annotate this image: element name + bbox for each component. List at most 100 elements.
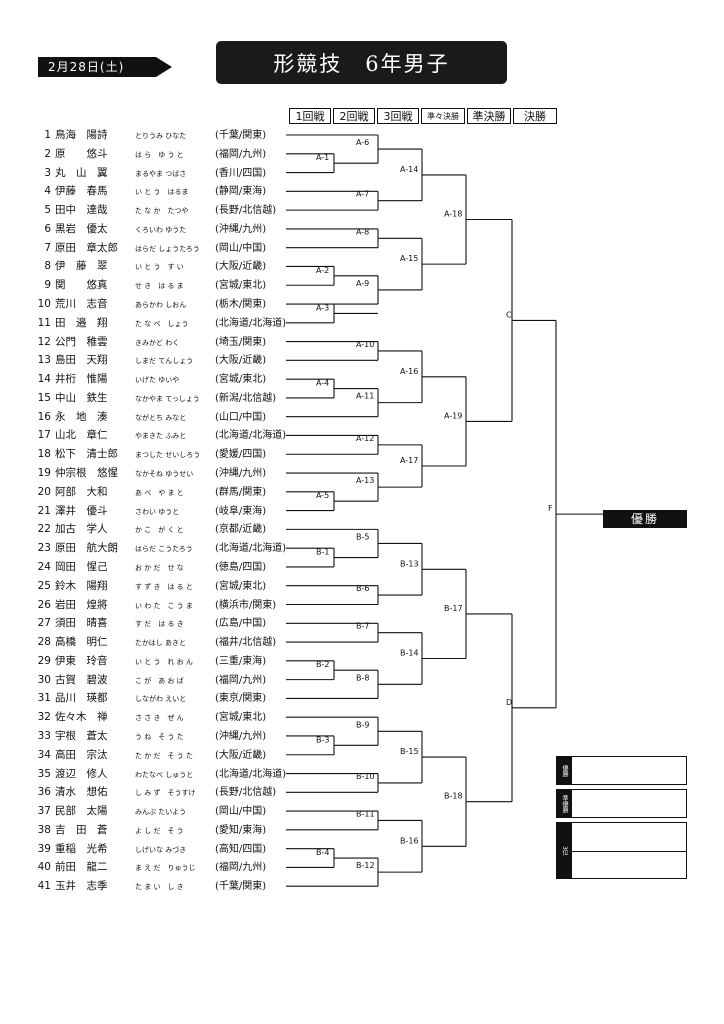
result-third-tag: 3位	[557, 823, 572, 878]
match-label: A-8	[356, 227, 369, 236]
entry-aff: (愛媛/四国)	[215, 449, 267, 461]
entry-aff: (宮城/東北)	[215, 712, 267, 724]
entry-no: 38	[37, 823, 51, 836]
match-label: A-18	[444, 210, 462, 219]
entry-no: 35	[37, 767, 51, 780]
entry-name: 玉井 志季	[55, 880, 108, 893]
entry-aff: (宮城/東北)	[215, 280, 267, 292]
match-label: A-6	[356, 138, 369, 147]
entry-aff: (長野/北信越)	[215, 787, 277, 799]
entry-kana: まるやま つばさ	[135, 169, 187, 178]
entry-kana: なかそね ゆうせい	[135, 470, 194, 479]
match-label: A-15	[400, 254, 418, 263]
entry-no: 34	[37, 748, 51, 761]
entry-name: 鳥海 陽詩	[55, 129, 108, 141]
entry-name: 鈴木 陽翔	[55, 579, 108, 592]
entry-no: 14	[37, 373, 51, 386]
entry-aff: (沖縄/九州)	[215, 468, 267, 480]
entry-aff: (京都/近畿)	[215, 524, 267, 536]
entry-aff: (宮城/東北)	[215, 580, 267, 592]
entry-kana: た な べ しょう	[135, 319, 189, 328]
entry-kana: お か だ せ な	[135, 563, 184, 572]
entry-name: 宇根 蒼太	[55, 729, 108, 742]
match-label: B-9	[356, 720, 369, 729]
entry-aff: (沖縄/九州)	[215, 223, 267, 235]
match-label: A-2	[316, 266, 329, 275]
result-first-tag: 優勝	[557, 757, 572, 784]
entry-aff: (埼玉/関東)	[215, 336, 267, 348]
entry-aff: (高知/四国)	[215, 843, 267, 855]
entry-no: 13	[37, 354, 51, 367]
entry-aff: (北海道/北海道)	[215, 543, 287, 555]
entry-kana: なかやま てっしょう	[135, 394, 200, 403]
entry-kana: せ き は る ま	[135, 282, 184, 291]
entry-name: 原 悠斗	[55, 147, 108, 160]
entry-kana: は ら ゆ う と	[135, 150, 184, 159]
match-label: A-12	[356, 434, 374, 443]
entry-kana: た ま い し き	[135, 883, 184, 892]
match-label: A-4	[316, 379, 329, 388]
entry-kana: あ べ や ま と	[135, 488, 184, 497]
match-label: B-12	[356, 861, 375, 870]
entry-name: 岩田 煌將	[55, 598, 108, 611]
entry-name: 清水 想佑	[55, 786, 108, 799]
match-label: A-10	[356, 340, 374, 349]
entry-aff: (千葉/関東)	[215, 881, 267, 893]
entry-no: 6	[44, 222, 51, 235]
entry-aff: (千葉/関東)	[215, 130, 267, 141]
entry-no: 22	[37, 523, 51, 536]
entry-aff: (徳島/四国)	[215, 561, 267, 573]
entry-no: 41	[37, 880, 51, 893]
entry-kana: い と う れ お ん	[135, 657, 193, 666]
entry-aff: (福岡/九州)	[215, 862, 267, 874]
entry-name: 中山 鉄生	[55, 391, 108, 404]
round-header-2: 2回戦	[333, 108, 375, 124]
entry-kana: はらだ しょうたろう	[135, 244, 200, 253]
entry-name: 岡田 惺己	[55, 560, 108, 573]
entry-kana: いげた ゆいや	[135, 376, 180, 385]
page-title: 形競技 6年男子	[216, 41, 507, 84]
date-banner-arrow	[156, 57, 172, 77]
entry-kana: まつした せいしろう	[135, 451, 201, 460]
entry-aff: (香川/四国)	[215, 167, 267, 179]
match-label: B-16	[400, 836, 419, 845]
round-header-1: 1回戦	[289, 108, 331, 124]
entry-kana: い と う す い	[135, 263, 184, 272]
entry-kana: みんぶ たいよう	[135, 808, 187, 817]
entry-kana: う ね そ う た	[135, 732, 184, 741]
date-banner	[38, 57, 156, 77]
entry-aff: (北海道/北海道)	[215, 768, 287, 780]
match-label: B-8	[356, 673, 369, 682]
entry-no: 18	[37, 448, 51, 461]
entry-name: 丸 山 翼	[55, 166, 108, 179]
match-label: B-6	[356, 584, 369, 593]
entry-name: 井桁 惟陽	[55, 373, 108, 386]
entry-aff: (北海道/北海道)	[215, 430, 287, 442]
entry-kana: しまだ てんしょう	[135, 357, 194, 366]
entry-name: 公門 稚雲	[55, 335, 108, 348]
entry-name: 荒川 志音	[55, 298, 108, 311]
match-label: A-3	[316, 303, 329, 312]
entry-no: 36	[37, 786, 51, 799]
entry-name: 加古 学人	[55, 523, 108, 536]
round-header-3: 3回戦	[377, 108, 419, 124]
result-first: 優勝	[556, 756, 687, 785]
entry-aff: (横浜市/関東)	[215, 599, 277, 611]
entry-aff: (東京/関東)	[215, 693, 267, 705]
entry-aff: (群馬/関東)	[215, 486, 267, 498]
entry-no: 24	[37, 560, 51, 573]
entry-name: 阿部 大和	[55, 485, 108, 498]
match-label: A-7	[356, 190, 369, 199]
